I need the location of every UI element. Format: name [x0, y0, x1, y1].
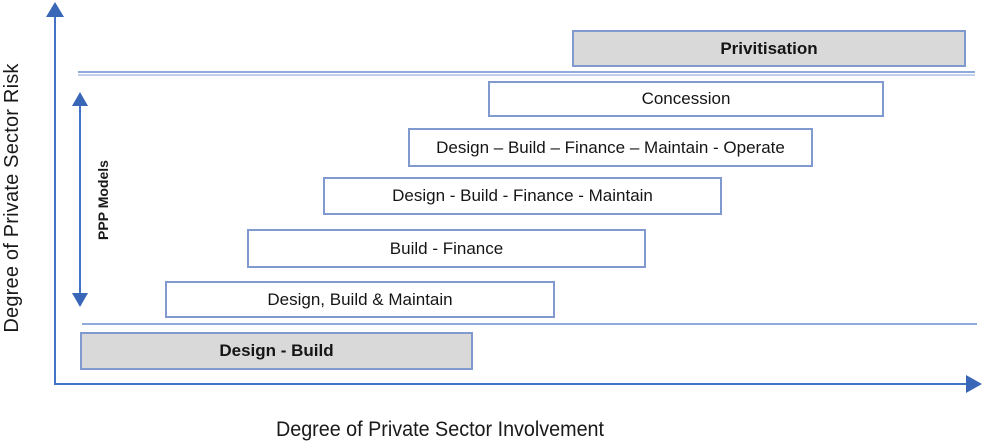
y-axis-label: Degree of Private Sector Risk	[1, 63, 23, 333]
box-design-build-finance-maintain: Design - Build - Finance - Maintain	[323, 177, 722, 215]
box-design-build-maintain: Design, Build & Maintain	[165, 281, 555, 318]
x-axis-label: Degree of Private Sector Involvement	[275, 418, 605, 441]
ppp-models-arrow-top-arrowhead-icon	[72, 92, 88, 106]
box-concession: Concession	[488, 81, 884, 117]
y-axis-line	[54, 14, 56, 385]
ppp-models-label: PPP Models	[95, 160, 111, 240]
privatisation-separator-line	[78, 71, 975, 73]
box-design-build: Design - Build	[80, 332, 473, 370]
y-axis-up-arrowhead-icon	[46, 2, 64, 17]
box-design-build-finance-maintain-operate: Design – Build – Finance – Maintain - Op…	[408, 128, 813, 167]
x-axis-line	[55, 383, 967, 385]
ppp-models-arrow-line	[79, 104, 81, 295]
design-build-separator-line	[82, 323, 977, 325]
ppp-models-arrow-bottom-arrowhead-icon	[72, 293, 88, 307]
box-build-finance: Build - Finance	[247, 229, 646, 268]
box-privitisation: Privitisation	[572, 30, 966, 67]
x-axis-right-arrowhead-icon	[966, 375, 982, 393]
